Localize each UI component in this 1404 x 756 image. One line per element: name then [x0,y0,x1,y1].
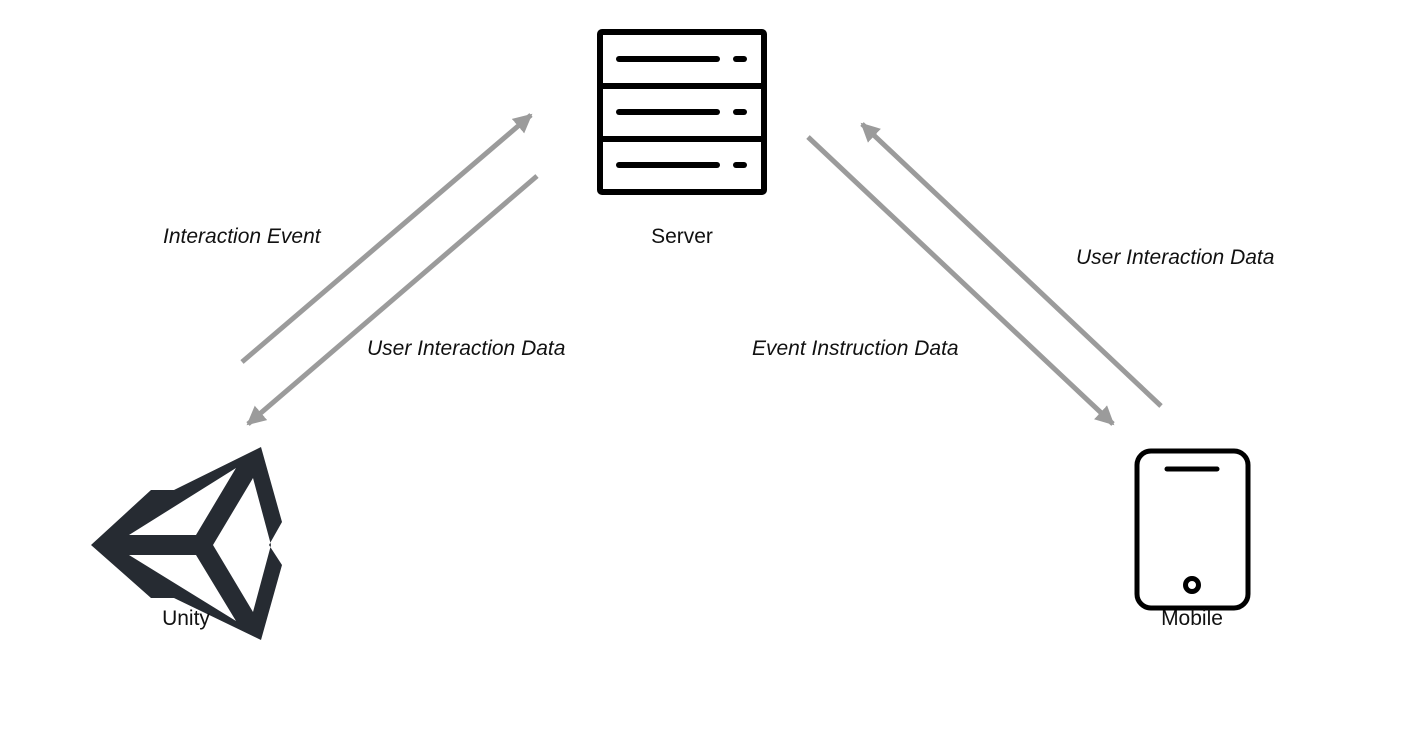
server-label: Server [651,225,713,248]
edge-mobile-to-server [860,122,1163,408]
unity-label: Unity [162,607,210,630]
mobile-label: Mobile [1161,607,1223,630]
edge-label-user-interaction-data-left: User Interaction Data [367,337,565,360]
edge-label-user-interaction-data-right: User Interaction Data [1076,246,1274,269]
unity-logo-icon [91,447,282,640]
edge-server-to-unity [246,174,539,426]
edge-label-interaction-event: Interaction Event [163,225,322,248]
edge-label-event-instruction-data: Event Instruction Data [752,337,959,360]
mobile-phone-icon [1134,448,1251,611]
edge-unity-to-server [240,113,533,364]
server-icon [597,29,767,195]
edge-server-to-mobile [806,135,1115,426]
